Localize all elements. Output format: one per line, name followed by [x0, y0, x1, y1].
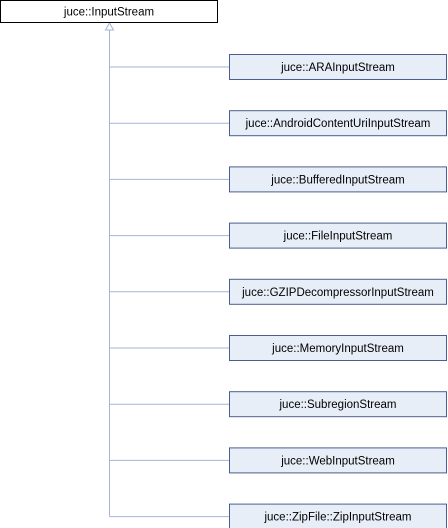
derived-class-node-subregion-stream[interactable]: juce::SubregionStream — [229, 391, 447, 418]
derived-class-label: juce::SubregionStream — [279, 399, 397, 411]
derived-class-box — [229, 54, 447, 80]
derived-class-node-web-input-stream[interactable]: juce::WebInputStream — [229, 447, 447, 474]
derived-class-label: juce::AndroidContentUriInputStream — [245, 118, 431, 130]
derived-class-box — [229, 503, 447, 528]
derived-class-label: juce::ZipFile::ZipInputStream — [263, 512, 411, 524]
derived-class-label: juce::BufferedInputStream — [270, 174, 404, 186]
derived-class-node-arainput-stream[interactable]: juce::ARAInputStream — [229, 54, 447, 80]
derived-class-label: juce::FileInputStream — [283, 231, 393, 243]
inheritance-edges — [104, 21, 230, 518]
derived-class-box — [229, 447, 447, 474]
derived-class-node-buffered-input-stream[interactable]: juce::BufferedInputStream — [229, 166, 447, 193]
derived-class-label: juce::GZIPDecompressorInputStream — [241, 287, 434, 299]
derived-class-box — [229, 166, 447, 193]
base-class-label: juce::InputStream — [63, 7, 154, 19]
inheritance-arrow-icon — [104, 21, 115, 31]
derived-class-label: juce::ARAInputStream — [280, 62, 395, 74]
derived-class-node-gzipdecompressor-input-stream[interactable]: juce::GZIPDecompressorInputStream — [229, 278, 447, 305]
derived-class-box — [229, 222, 447, 249]
derived-class-label: juce::WebInputStream — [280, 455, 395, 467]
derived-class-node-android-content-uri-input-stream[interactable]: juce::AndroidContentUriInputStream — [229, 110, 447, 137]
derived-class-box — [229, 110, 447, 137]
derived-class-box — [229, 391, 447, 418]
base-class-box — [0, 0, 218, 23]
derived-class-box — [229, 335, 447, 361]
base-class-node[interactable]: juce::InputStream — [0, 0, 218, 23]
derived-class-node-memory-input-stream[interactable]: juce::MemoryInputStream — [229, 335, 447, 361]
derived-class-node-file-input-stream[interactable]: juce::FileInputStream — [229, 222, 447, 249]
derived-class-label: juce::MemoryInputStream — [271, 343, 404, 355]
derived-class-nodes: juce::ARAInputStreamjuce::AndroidContent… — [229, 54, 447, 528]
derived-class-box — [229, 278, 447, 305]
derived-class-node-zip-file-zip-input-stream[interactable]: juce::ZipFile::ZipInputStream — [229, 503, 447, 528]
